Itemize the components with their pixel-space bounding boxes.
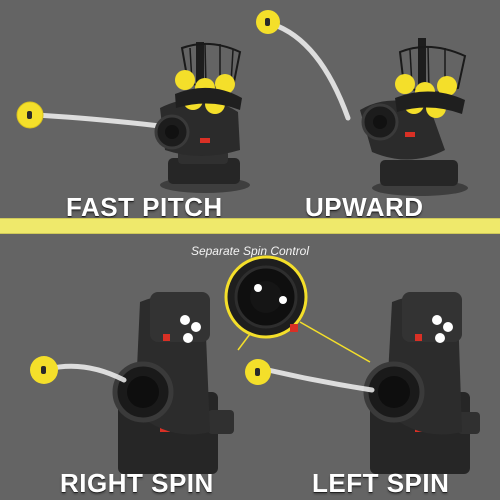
fast-pitch-machine xyxy=(154,42,250,193)
spin-control-caption: Separate Spin Control xyxy=(190,244,310,258)
top-panel: FAST PITCH UPWARD xyxy=(0,0,500,222)
left-spin-ball xyxy=(245,359,271,385)
left-spin-streak xyxy=(265,367,375,393)
bottom-scene xyxy=(30,255,480,474)
upward-label: UPWARD xyxy=(305,192,424,222)
fast-pitch-ball xyxy=(16,101,44,129)
right-spin-label: RIGHT SPIN xyxy=(60,468,214,498)
right-spin-ball xyxy=(30,356,58,384)
upward-streak xyxy=(269,21,351,121)
section-divider xyxy=(0,218,500,234)
spin-control-zoom xyxy=(224,255,371,363)
right-spin-machine xyxy=(112,292,234,474)
fast-pitch-label: FAST PITCH xyxy=(66,192,223,222)
left-spin-label: LEFT SPIN xyxy=(312,468,450,498)
upward-machine xyxy=(360,38,468,196)
fast-pitch-streak xyxy=(32,112,163,129)
upward-ball xyxy=(256,10,280,34)
left-spin-machine xyxy=(363,292,480,474)
bottom-panel: RIGHT SPIN LEFT SPIN xyxy=(0,232,500,500)
top-scene xyxy=(16,10,468,196)
right-spin-streak xyxy=(45,363,127,383)
